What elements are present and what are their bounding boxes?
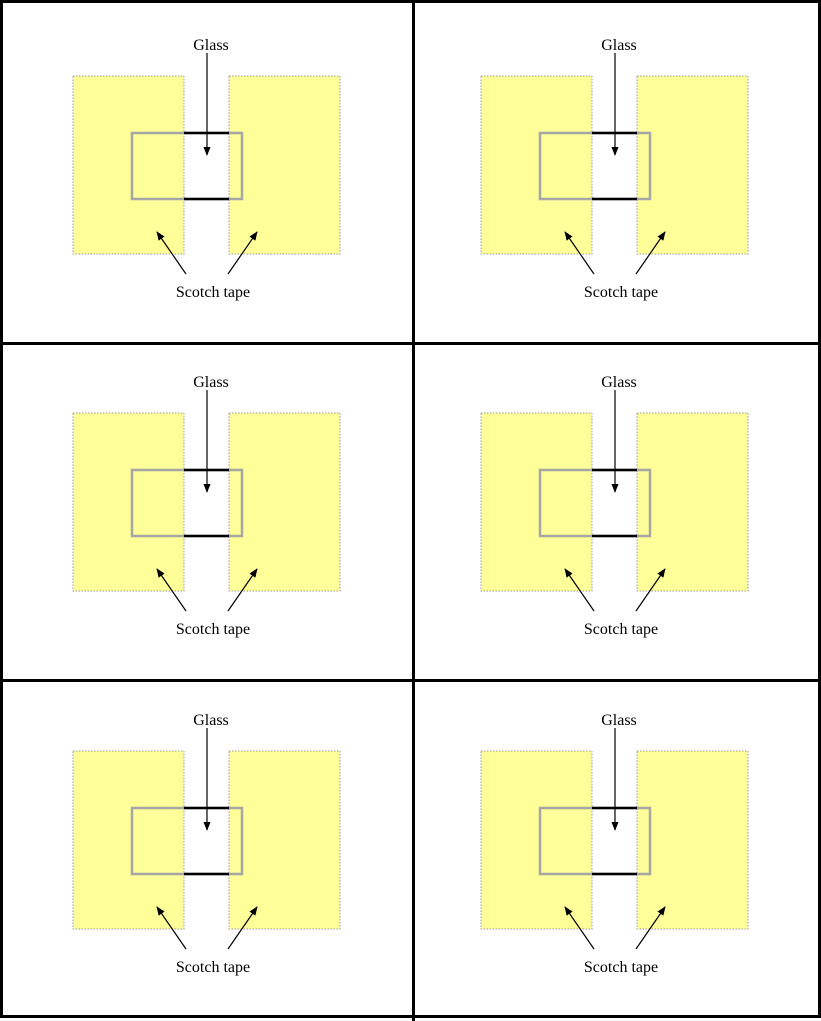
tape-arrow-right (635, 906, 666, 950)
tape-arrow-left (156, 906, 187, 950)
tape-right (228, 412, 341, 592)
grid-divider-vertical (412, 3, 415, 1021)
tape-left (72, 412, 185, 592)
tape-left (480, 412, 593, 592)
grid-divider-horizontal-1 (3, 342, 821, 345)
grid-divider-horizontal-2 (3, 679, 821, 682)
tape-left (480, 750, 593, 930)
tape-label: Scotch tape (584, 959, 658, 976)
tape-right (228, 750, 341, 930)
glass-label: Glass (601, 37, 637, 54)
tape-arrow-right (227, 906, 258, 950)
glass-label: Glass (193, 374, 229, 391)
tape-arrow-right (635, 568, 666, 612)
tape-left (480, 75, 593, 255)
tape-arrow-right (635, 231, 666, 275)
tape-right (228, 75, 341, 255)
glass-label: Glass (193, 712, 229, 729)
tape-arrow-right (227, 568, 258, 612)
tape-left (72, 75, 185, 255)
tape-label: Scotch tape (584, 284, 658, 301)
tape-right (636, 412, 749, 592)
tape-arrow-left (564, 231, 595, 275)
glass-label: Glass (193, 37, 229, 54)
tape-right (636, 75, 749, 255)
glass-label: Glass (601, 712, 637, 729)
tape-arrow-right (227, 231, 258, 275)
tape-arrow-left (564, 568, 595, 612)
tape-label: Scotch tape (584, 621, 658, 638)
tape-arrow-left (156, 231, 187, 275)
glass-label: Glass (601, 374, 637, 391)
tape-label: Scotch tape (176, 959, 250, 976)
tape-left (72, 750, 185, 930)
tape-arrow-left (156, 568, 187, 612)
tape-label: Scotch tape (176, 284, 250, 301)
tape-right (636, 750, 749, 930)
tape-label: Scotch tape (176, 621, 250, 638)
tape-arrow-left (564, 906, 595, 950)
